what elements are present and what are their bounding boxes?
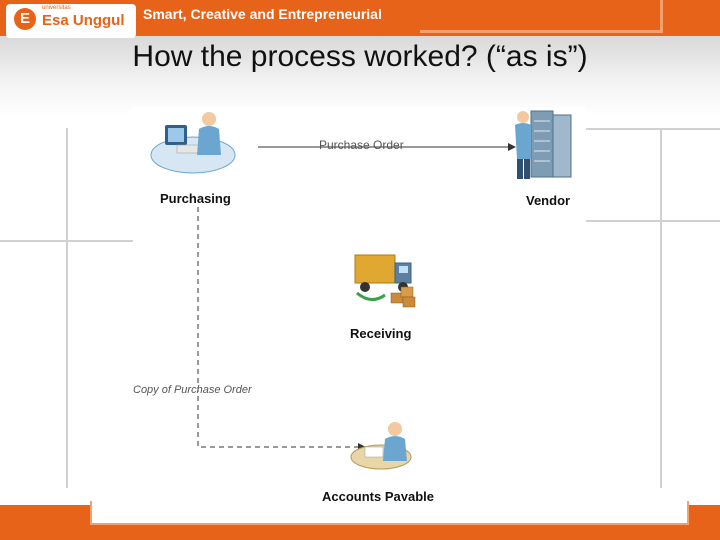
deco-line-right-2 bbox=[586, 220, 720, 222]
slide-title: How the process worked? (“as is”) bbox=[132, 40, 588, 73]
tagline: Smart, Creative and Entrepreneurial bbox=[143, 6, 382, 22]
node-label-receiving: Receiving bbox=[350, 326, 412, 341]
process-diagram: Purchasing Vendor Receiving Accounts Pay… bbox=[133, 107, 586, 505]
deco-line-left-vertical bbox=[66, 128, 68, 488]
header-gradient bbox=[0, 36, 720, 116]
header-accent-line bbox=[420, 0, 663, 33]
logo-mark-icon: E bbox=[14, 8, 36, 30]
logo-caption: universitas bbox=[42, 5, 71, 11]
diagram-svg bbox=[150, 110, 572, 470]
node-label-purchasing: Purchasing bbox=[160, 191, 231, 206]
node-label-accounts-payable: Accounts Payable bbox=[322, 489, 434, 504]
university-logo: E universitas Esa Unggul bbox=[6, 4, 136, 38]
edge-label-purchase-order: Purchase Order bbox=[319, 138, 404, 152]
deco-line-right-vertical bbox=[660, 128, 662, 488]
delivery-truck-icon bbox=[354, 254, 416, 308]
edge-copy-of-purchase-order bbox=[197, 207, 358, 448]
footer-accent bbox=[90, 501, 689, 525]
person-at-desk-icon bbox=[350, 422, 412, 470]
edge-purchase-order-arrowhead bbox=[508, 143, 516, 151]
node-label-vendor: Vendor bbox=[526, 193, 571, 208]
person-with-server-rack-icon bbox=[515, 110, 572, 179]
deco-line-right bbox=[586, 128, 720, 130]
edge-label-copy-of-purchase-order: Copy of Purchase Order bbox=[133, 384, 252, 396]
logo-name: Esa Unggul bbox=[42, 12, 125, 29]
person-at-computer-icon bbox=[150, 112, 236, 174]
